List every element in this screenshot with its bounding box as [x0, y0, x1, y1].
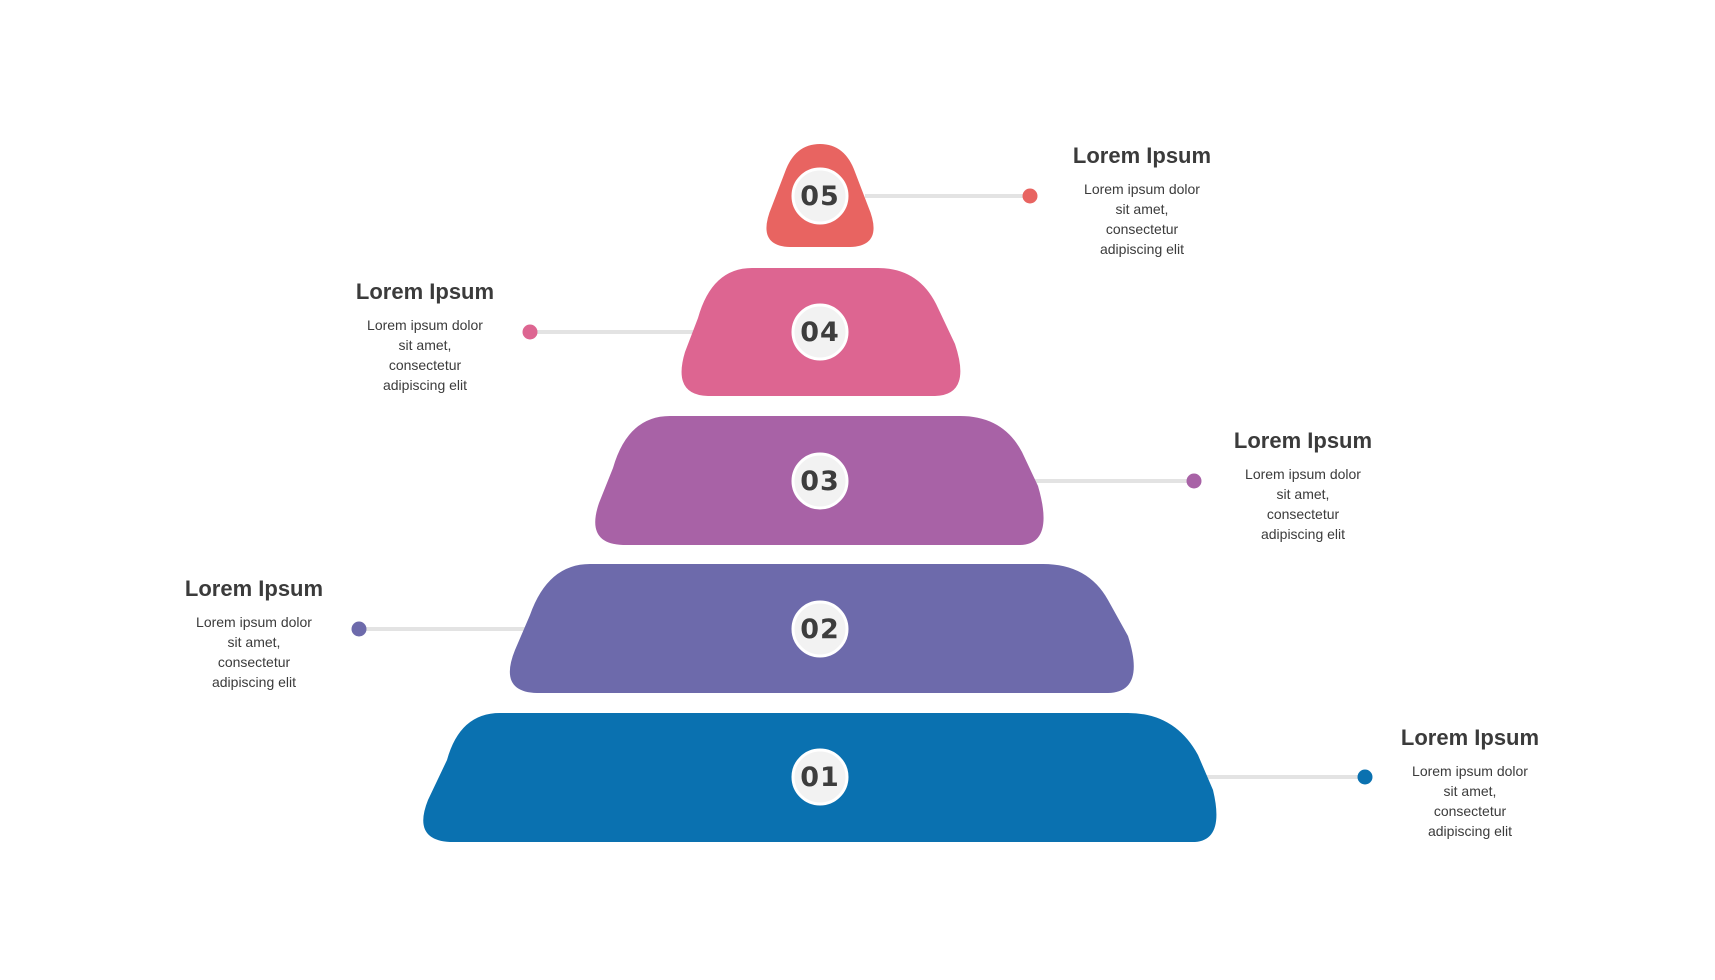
callout-03: Lorem Ipsum Lorem ipsum dolor sit amet, …: [1193, 428, 1413, 544]
callout-body-03: Lorem ipsum dolor sit amet, consectetur …: [1245, 466, 1361, 542]
badge-circle-02: [791, 600, 849, 658]
callout-05: Lorem Ipsum Lorem ipsum dolor sit amet, …: [1032, 143, 1252, 259]
badge-05: 05: [791, 167, 849, 225]
callout-title-05: Lorem Ipsum: [1072, 143, 1212, 168]
callout-title-02: Lorem Ipsum: [184, 576, 324, 601]
callout-01: Lorem Ipsum Lorem ipsum dolor sit amet, …: [1360, 725, 1580, 841]
badge-number-02: 02: [800, 614, 840, 645]
connector-dot-04: [522, 324, 538, 340]
connector-dot-03: [1186, 473, 1202, 489]
callout-body-02: Lorem ipsum dolor sit amet, consectetur …: [196, 614, 312, 690]
connector-dot-02: [351, 621, 367, 637]
badge-circle-01: [791, 748, 849, 806]
badge-circle-03: [791, 452, 849, 510]
badge-01: 01: [791, 748, 849, 806]
callout-02: Lorem Ipsum Lorem ipsum dolor sit amet, …: [144, 576, 364, 692]
badge-number-04: 04: [800, 317, 840, 348]
connector-dot-01: [1357, 769, 1373, 785]
callout-title-03: Lorem Ipsum: [1233, 428, 1373, 453]
callout-body-04: Lorem ipsum dolor sit amet, consectetur …: [367, 317, 483, 393]
badge-number-03: 03: [800, 466, 840, 497]
callout-body-05: Lorem ipsum dolor sit amet, consectetur …: [1084, 181, 1200, 257]
number-badges: 01 02 03 04 05: [791, 167, 849, 806]
callout-body-01: Lorem ipsum dolor sit amet, consectetur …: [1412, 763, 1528, 839]
badge-circle-04: [791, 303, 849, 361]
badge-03: 03: [791, 452, 849, 510]
badge-number-05: 05: [800, 181, 840, 212]
callout-title-04: Lorem Ipsum: [355, 279, 495, 304]
connectors: [351, 188, 1373, 785]
badge-circle-05: [791, 167, 849, 225]
connector-dot-05: [1022, 188, 1038, 204]
badge-number-01: 01: [800, 762, 840, 793]
badge-04: 04: [791, 303, 849, 361]
badge-02: 02: [791, 600, 849, 658]
callout-04: Lorem Ipsum Lorem ipsum dolor sit amet, …: [315, 279, 535, 395]
callout-title-01: Lorem Ipsum: [1400, 725, 1540, 750]
